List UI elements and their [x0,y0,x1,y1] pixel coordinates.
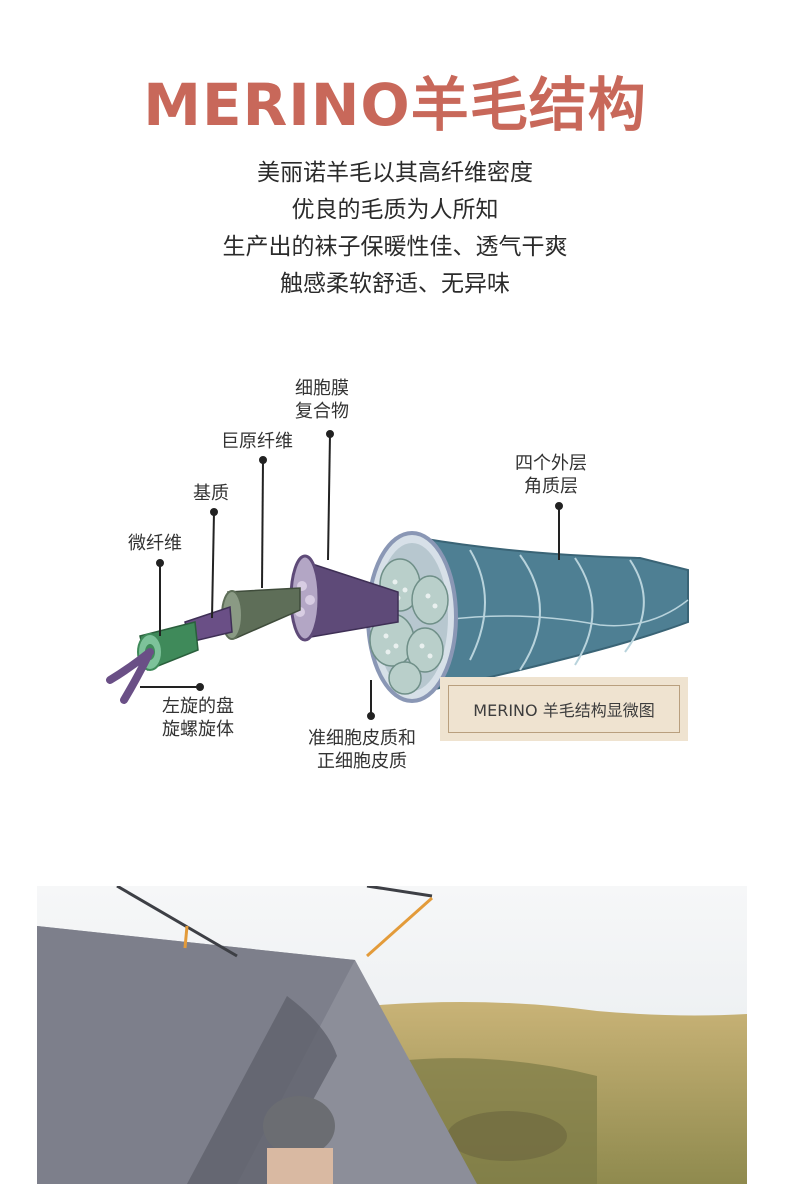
description-line: 触感柔软舒适、无异味 [280,271,510,297]
label-line: 基质 [193,483,229,504]
label-line: 微纤维 [128,533,182,554]
diagram-caption: MERINO 羊毛结构显微图 [448,685,680,733]
label-cuticle: 四个外层 角质层 [515,452,587,498]
label-line: 旋螺旋体 [162,719,234,740]
wool-structure-diagram: 细胞膜 复合物 巨原纤维 基质 微纤维 四个外层 角质层 左旋的盘 旋螺旋体 准… [0,360,790,800]
description-block: 美丽诺羊毛以其高纤维密度 优良的毛质为人所知 生产出的袜子保暖性佳、透气干爽 触… [0,155,790,303]
label-line: 正细胞皮质 [317,751,407,772]
fiber-illustration [106,430,689,720]
label-line: 准细胞皮质和 [308,728,416,749]
label-line: 角质层 [524,476,578,497]
label-line: 细胞膜 [295,378,349,399]
label-helix: 左旋的盘 旋螺旋体 [162,695,234,741]
label-microfibril: 微纤维 [128,532,182,555]
diagram-caption-box: MERINO 羊毛结构显微图 [440,677,688,741]
tent-photo [37,886,747,1184]
cortex-cells [369,558,449,695]
label-cortex: 准细胞皮质和 正细胞皮质 [308,727,416,773]
description-line: 生产出的袜子保暖性佳、透气干爽 [222,234,568,260]
label-macrofibril: 巨原纤维 [221,430,293,453]
label-cell-membrane: 细胞膜 复合物 [295,377,349,423]
label-line: 左旋的盘 [162,696,234,717]
tent-scene-illustration [37,886,747,1184]
label-matrix: 基质 [193,482,229,505]
description-line: 美丽诺羊毛以其高纤维密度 [257,160,533,186]
label-line: 四个外层 [515,453,587,474]
label-line: 巨原纤维 [221,431,293,452]
label-line: 复合物 [295,401,349,422]
description-line: 优良的毛质为人所知 [291,197,499,223]
page-title: MERINO羊毛结构 [143,71,647,139]
cuticle-shape [418,536,689,692]
